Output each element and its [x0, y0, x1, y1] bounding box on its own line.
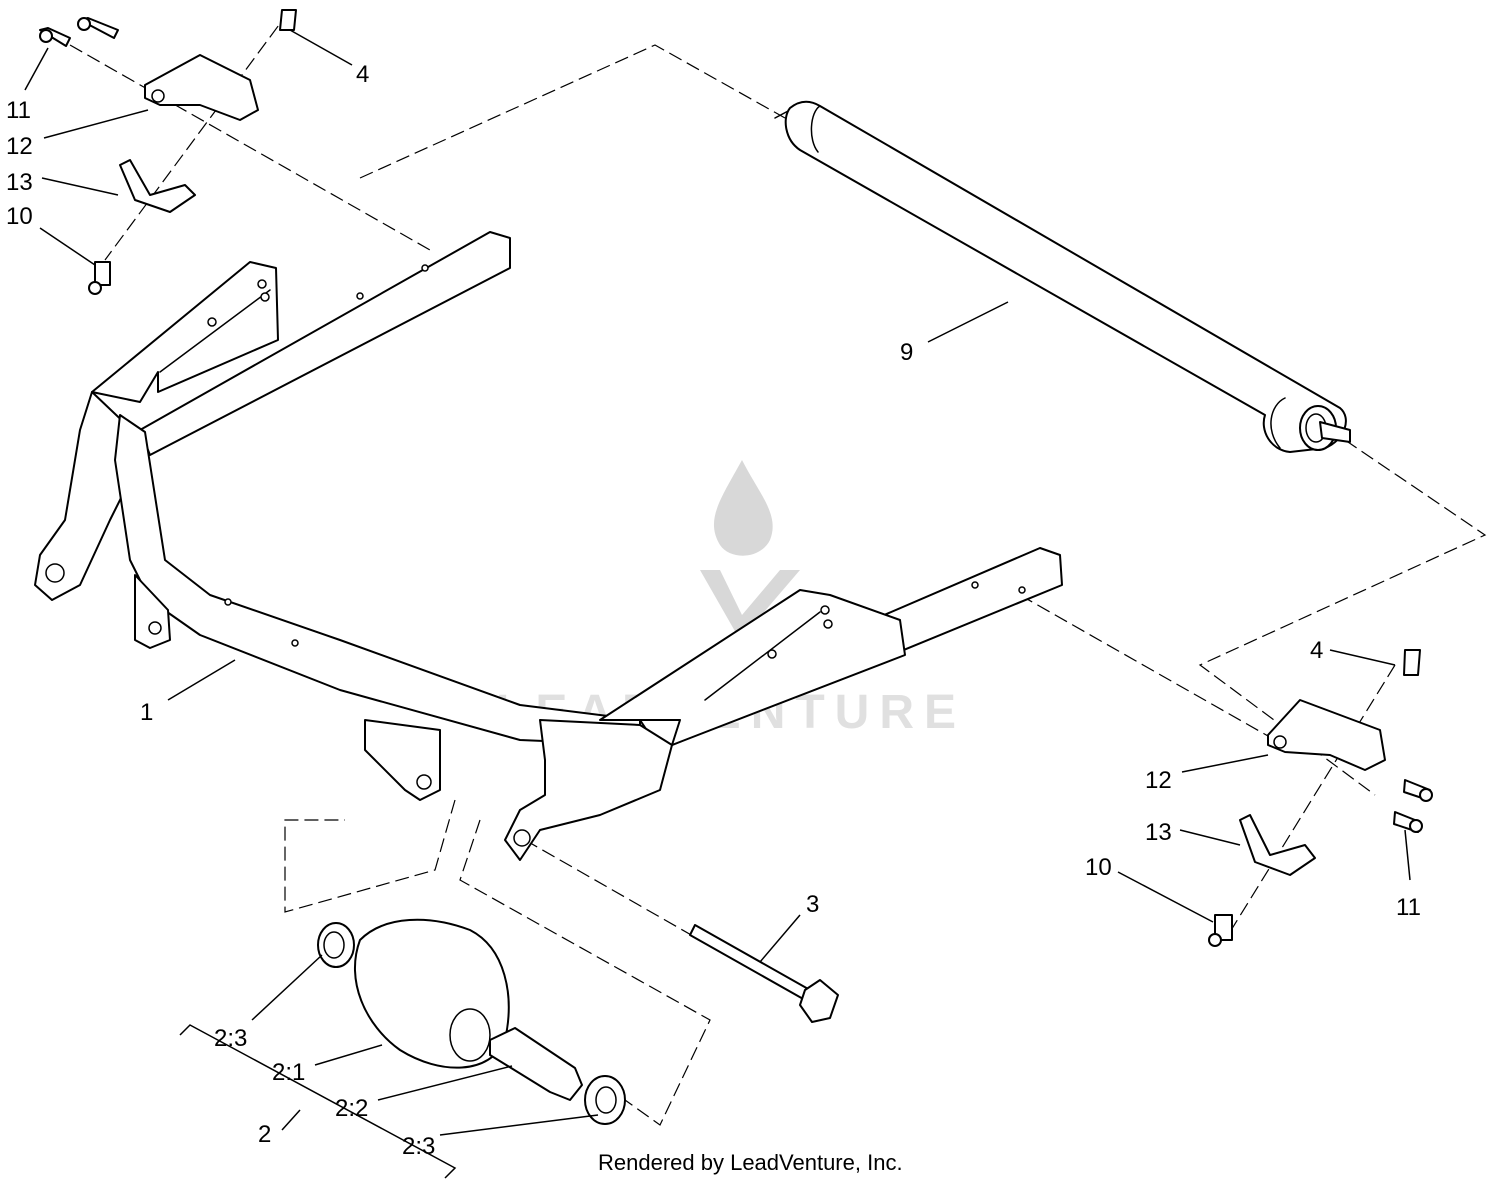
callout-2: 2	[258, 1121, 271, 1148]
roller-tube	[774, 100, 1351, 453]
callout-2-2: 2:2	[335, 1095, 368, 1122]
callout-1: 1	[140, 699, 153, 726]
callout-3: 3	[806, 891, 819, 918]
callout-2-1: 2:1	[272, 1059, 305, 1086]
callout-2-3-top: 2:3	[214, 1025, 247, 1052]
callout-12-right: 12	[1145, 767, 1172, 794]
callout-10-right: 10	[1085, 854, 1112, 881]
pin-bolt	[689, 924, 839, 1023]
callout-13-right: 13	[1145, 819, 1172, 846]
callout-2-3-bottom: 2:3	[402, 1133, 435, 1160]
right-bracket-assembly	[1208, 649, 1433, 947]
leader-lines	[24, 29, 1411, 1179]
callout-11-left: 11	[6, 97, 31, 124]
credit-text: Rendered by LeadVenture, Inc.	[598, 1150, 903, 1175]
callout-13-left: 13	[6, 169, 33, 196]
callout-4-right: 4	[1310, 637, 1323, 664]
wheel-assembly	[317, 918, 626, 1125]
callout-9: 9	[900, 339, 913, 366]
main-frame	[34, 231, 1063, 861]
callout-12-left: 12	[6, 133, 33, 160]
callout-4-left: 4	[356, 61, 369, 88]
callout-labels: 11 12 13 10 4 9 1 4 12 13 10 11 3 2:3 2:…	[6, 61, 1421, 1160]
alignment-lines	[69, 9, 1487, 1126]
callout-11-right: 11	[1396, 894, 1421, 921]
left-bracket-assembly	[39, 9, 297, 295]
callout-10-left: 10	[6, 203, 33, 230]
